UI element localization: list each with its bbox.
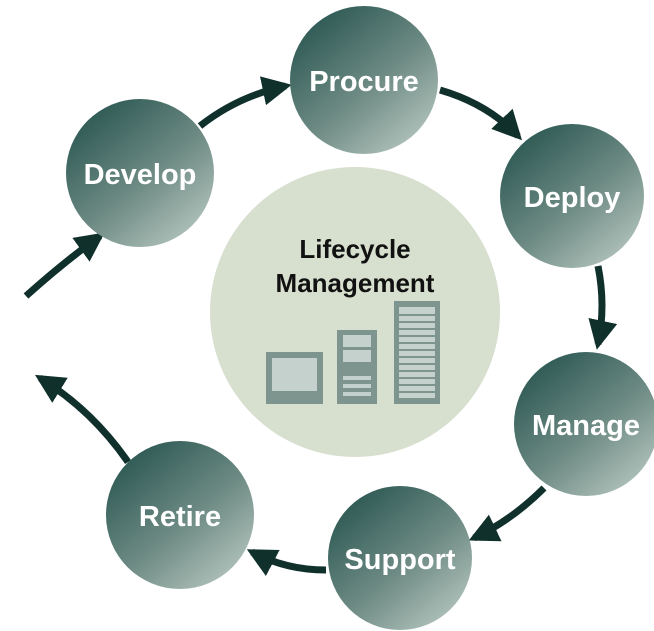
arrow-support-to-retire (246, 548, 327, 576)
arrow-develop-to-procure (197, 76, 292, 129)
arrow-deploy-to-manage (588, 265, 618, 350)
arrow-retire-to-loop (34, 374, 131, 464)
stage-retire-label: Retire (139, 501, 221, 533)
stage-develop: Develop (66, 99, 214, 247)
server-rack-icon (394, 301, 440, 404)
stage-support: Support (328, 486, 472, 630)
center-hub: Lifecycle Management (210, 167, 500, 457)
stage-procure-label: Procure (309, 66, 419, 98)
arrow-procure-to-deploy (439, 86, 523, 141)
center-circle (210, 167, 500, 457)
arrow-loop-to-develop (23, 232, 105, 299)
stage-manage-label: Manage (532, 410, 640, 442)
stage-manage: Manage (514, 352, 654, 496)
center-title-line1: Lifecycle (299, 234, 410, 264)
cycle-arrows (23, 76, 618, 576)
center-title-line2: Management (276, 268, 435, 298)
stage-retire: Retire (106, 441, 254, 589)
tower-computer-icon (337, 330, 377, 404)
stage-support-label: Support (344, 544, 455, 576)
stage-develop-label: Develop (84, 159, 197, 191)
monitor-icon (266, 352, 323, 404)
stage-deploy-label: Deploy (524, 182, 621, 214)
stage-procure: Procure (290, 6, 438, 154)
stage-deploy: Deploy (500, 124, 644, 268)
arrow-manage-to-support (468, 485, 547, 542)
